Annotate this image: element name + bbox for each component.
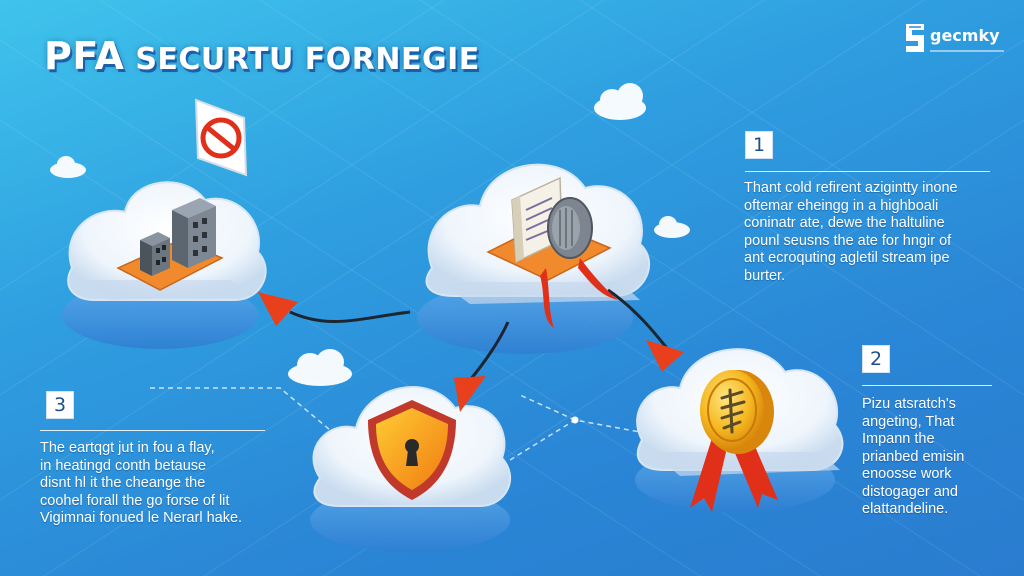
flow-arrowheads [258,292,684,412]
cloud-icon [654,216,690,238]
cloud-node-shield [310,386,512,552]
step-1-line: pounl seusns the ate for hngir of [744,232,952,249]
step-3-divider [40,430,265,431]
no-entry-sign-icon [194,98,248,177]
cloud-icon [594,83,646,120]
step-1-text: Thant cold refirent azigintty inone ofte… [744,180,1014,285]
brand-logo-text: gecmky [930,26,1000,45]
brand-logo-icon [906,24,1004,52]
step-3-line: coohel forall the go forse of lit [40,492,230,509]
cloud-node-document [417,163,651,354]
cloud-node-coin [635,348,844,512]
gold-coin-icon [690,370,778,512]
step-3-line: Vigimnai fonued le Nerarl hake. [40,510,243,526]
step-2-badge: 2 [862,345,890,373]
step-2-line: distogager and [862,483,958,500]
connector-node [571,416,579,424]
step-3-line: The eartqgt jut in fou a flay, [40,440,215,456]
cloud-icon [288,349,352,386]
cloud-node-servers [62,181,267,349]
arrow-left-icon [258,292,298,326]
document-shield-icon [511,176,593,264]
step-2-divider [862,385,992,386]
step-2-line: Pizu atsratch's [862,396,956,412]
step-1-line: oftemar eheingg in a highboali [744,197,939,214]
arrow-right-icon [646,340,684,372]
page-title: PFA SECURTU FORNEGIE [44,34,480,78]
decorative-clouds [50,83,690,386]
step-3-line: disnt hl it the cheange the [40,475,206,491]
title-accent: PFA [44,34,125,78]
step-2-line: prianbed emisin [862,448,965,465]
arrow-down-icon [454,376,486,412]
step-2-line: angeting, That [862,413,955,430]
step-2-line: elattandeline. [862,501,949,517]
title-rest: SECURTU FORNEGIE [135,42,480,77]
step-2-line: enoosse work [862,466,952,482]
step-3-badge: 3 [46,391,74,419]
step-1-line: ant ecroquting agletil stream ipe [744,250,950,266]
server-rack-icon [140,198,216,276]
red-ribbons [540,258,618,328]
step-2-line: Impann the [862,431,935,447]
step-1-divider [745,171,990,172]
shield-keyhole-icon [368,400,456,500]
step-1-line: coninatr ate, dewe the haltuline [744,215,945,231]
step-3-text: The eartqgt jut in fou a flay, in heatin… [40,440,280,528]
step-1-line: burter. [744,267,786,284]
step-1-line: Thant cold refirent azigintty inone [744,180,958,196]
step-2-text: Pizu atsratch's angeting, That Impann th… [862,396,1012,519]
step-1-badge: 1 [745,131,773,159]
step-3-line: in heatingd conth betause [40,457,207,474]
cloud-icon [50,156,86,178]
